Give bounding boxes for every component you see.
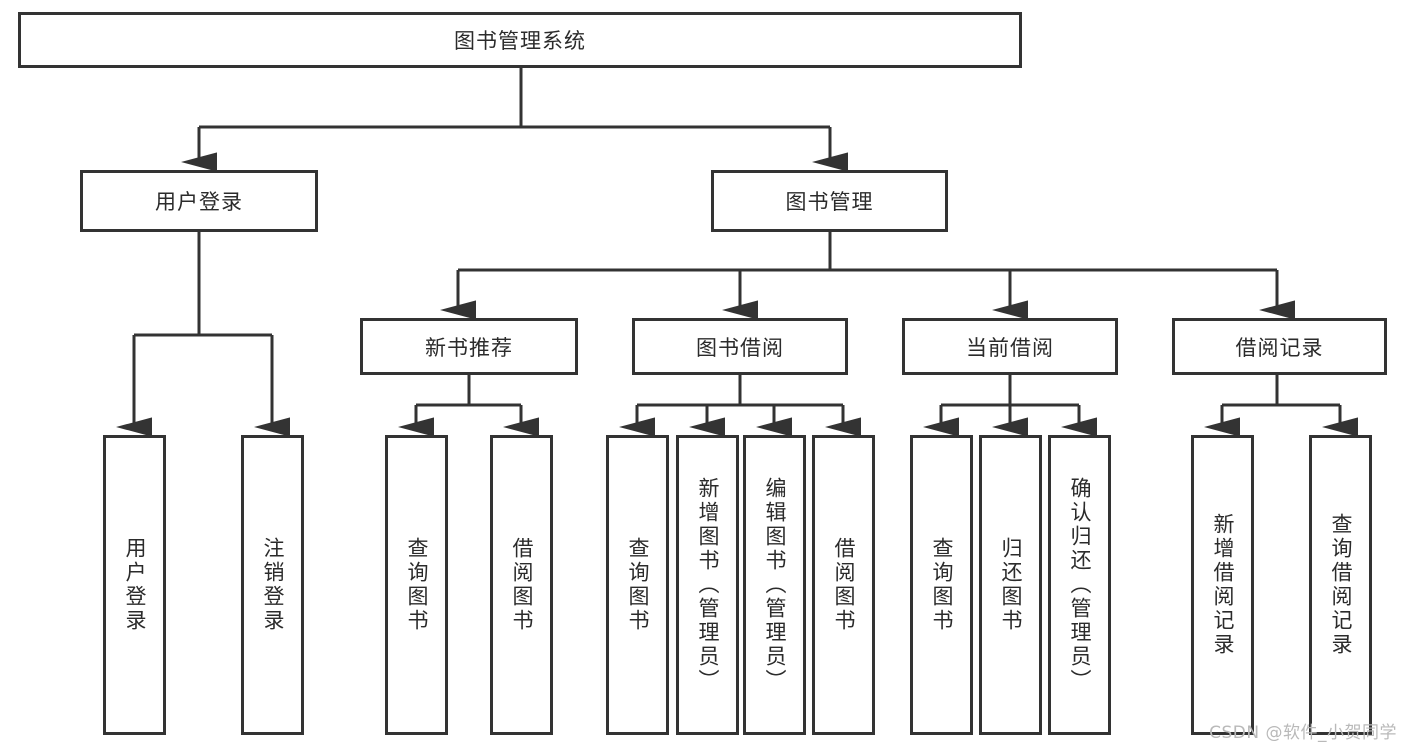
node-label: 查询图书 <box>930 537 954 633</box>
node-label: 编辑图书（管理员） <box>763 477 787 693</box>
node-leaf-add-borrow-record[interactable]: 新增借阅记录 <box>1191 435 1254 735</box>
node-label: 图书管理系统 <box>454 29 586 53</box>
node-label: 新增借阅记录 <box>1211 513 1235 657</box>
watermark-text: CSDN @软件_小贺同学 <box>1209 723 1397 743</box>
node-label: 新书推荐 <box>425 335 513 360</box>
node-new-book-recommend[interactable]: 新书推荐 <box>360 318 578 375</box>
node-label: 借阅图书 <box>510 537 534 633</box>
node-label: 确认归还（管理员） <box>1068 477 1092 693</box>
node-leaf-return-book[interactable]: 归还图书 <box>979 435 1042 735</box>
node-label: 当前借阅 <box>966 335 1054 360</box>
node-leaf-query-borrow-record[interactable]: 查询借阅记录 <box>1309 435 1372 735</box>
node-label: 用户登录 <box>123 537 147 633</box>
node-leaf-borrow-book-borrow[interactable]: 借阅图书 <box>812 435 875 735</box>
node-leaf-query-book-recommend[interactable]: 查询图书 <box>385 435 448 735</box>
node-borrow-record[interactable]: 借阅记录 <box>1172 318 1387 375</box>
node-label: 查询图书 <box>405 537 429 633</box>
node-leaf-borrow-book-recommend[interactable]: 借阅图书 <box>490 435 553 735</box>
node-book-borrow[interactable]: 图书借阅 <box>632 318 848 375</box>
node-user-login[interactable]: 用户登录 <box>80 170 318 232</box>
node-label: 归还图书 <box>999 537 1023 633</box>
node-leaf-user-login[interactable]: 用户登录 <box>103 435 166 735</box>
node-label: 新增图书（管理员） <box>696 477 720 693</box>
node-label: 注销登录 <box>261 537 285 633</box>
node-label: 图书借阅 <box>696 335 784 360</box>
node-label: 借阅记录 <box>1235 335 1324 360</box>
node-leaf-add-book-admin[interactable]: 新增图书（管理员） <box>676 435 739 735</box>
node-label: 借阅图书 <box>832 537 856 633</box>
node-label: 图书管理 <box>785 190 874 214</box>
node-leaf-edit-book-admin[interactable]: 编辑图书（管理员） <box>743 435 806 735</box>
node-leaf-logout[interactable]: 注销登录 <box>241 435 304 735</box>
node-current-borrow[interactable]: 当前借阅 <box>902 318 1118 375</box>
node-label: 查询借阅记录 <box>1329 513 1353 657</box>
node-label: 查询图书 <box>626 537 650 633</box>
node-leaf-query-book-borrow[interactable]: 查询图书 <box>606 435 669 735</box>
node-leaf-confirm-return-admin[interactable]: 确认归还（管理员） <box>1048 435 1111 735</box>
node-label: 用户登录 <box>155 190 243 214</box>
node-leaf-query-book-current[interactable]: 查询图书 <box>910 435 973 735</box>
node-root-system[interactable]: 图书管理系统 <box>18 12 1022 68</box>
node-book-manage[interactable]: 图书管理 <box>711 170 948 232</box>
